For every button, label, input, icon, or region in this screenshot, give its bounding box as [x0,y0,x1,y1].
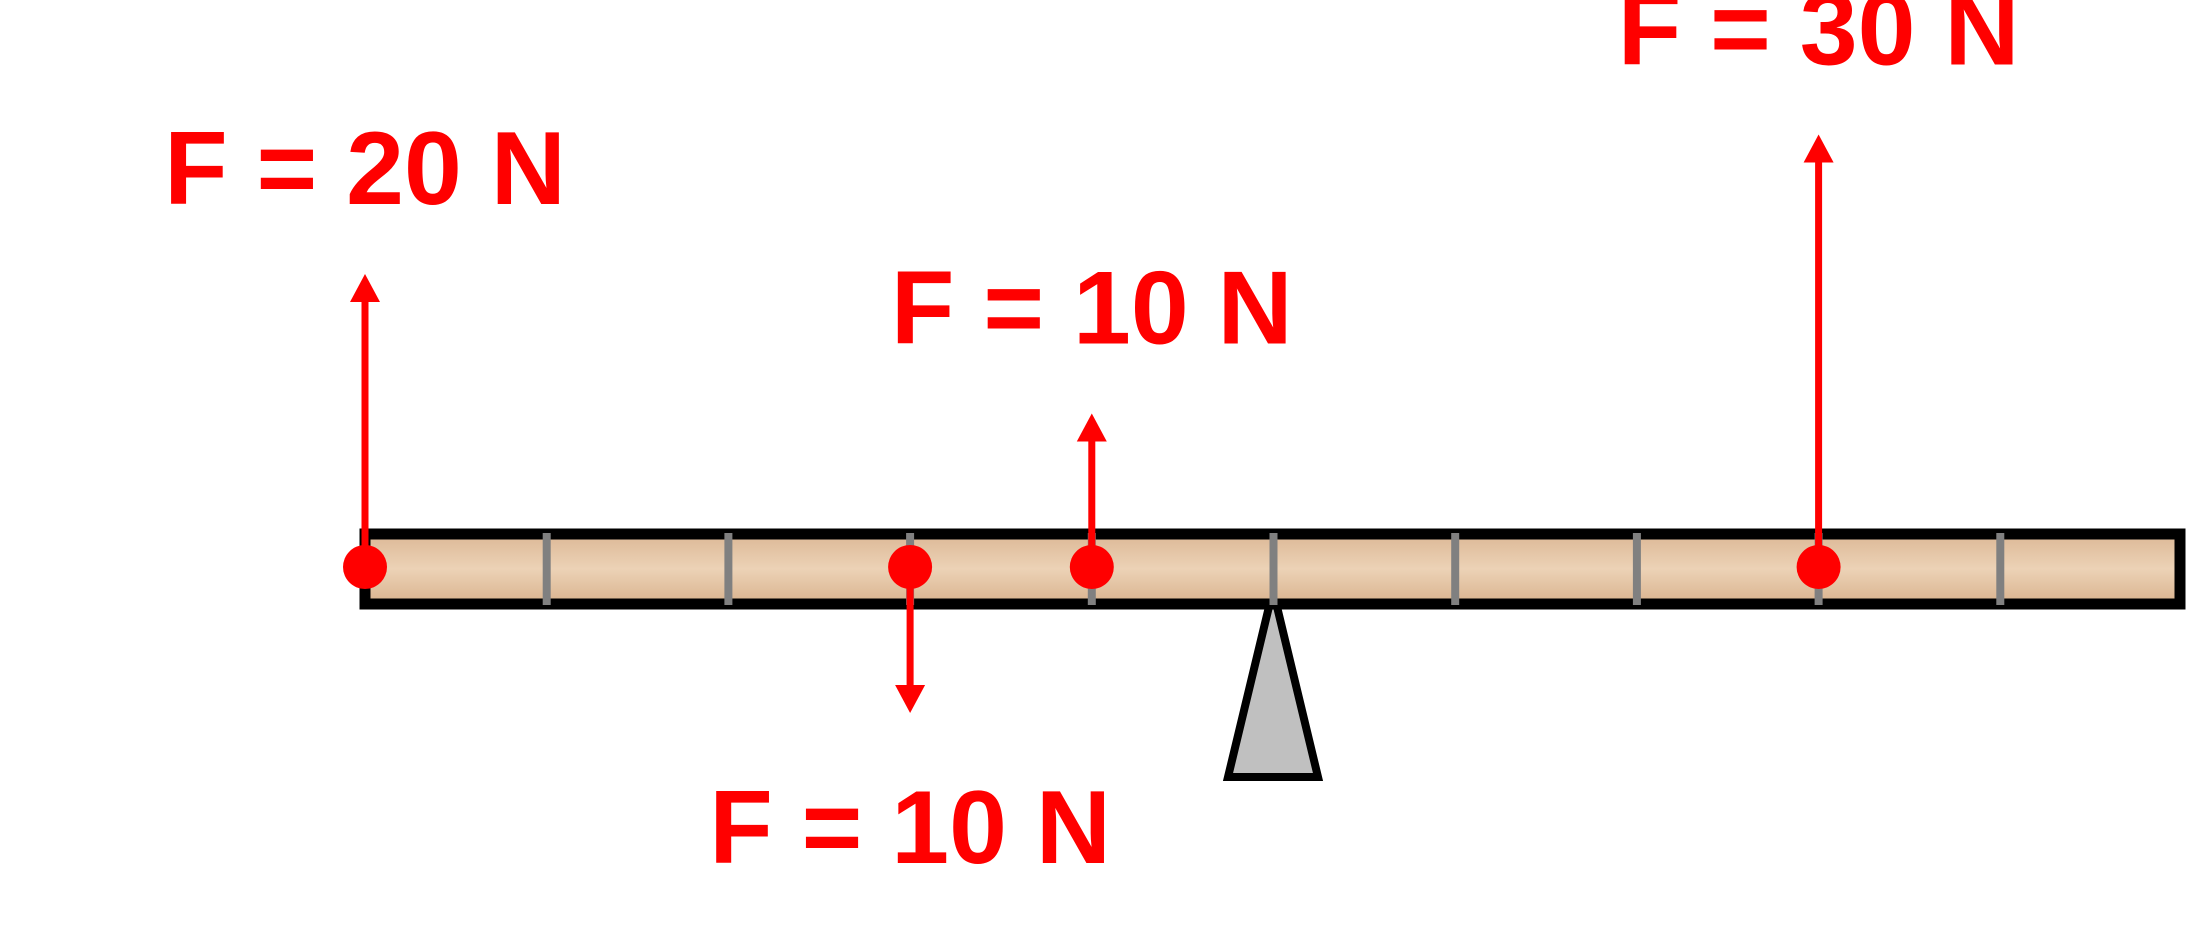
force-arrow-head [1803,134,1834,163]
force-label: F = 10 N [709,770,1111,886]
force-application-point [888,545,933,589]
force-2: F = 10 N [709,545,1111,886]
force-arrow-head [895,685,926,713]
force-application-point [343,545,387,589]
force-label: F = 30 N [1618,0,2020,88]
force-arrows: F = 20 N F = 10 N F = 10 N F = 30 N [164,0,2019,886]
force-1: F = 20 N [164,111,566,589]
force-label: F = 20 N [164,111,566,227]
force-application-point [1069,545,1114,589]
force-3: F = 10 N [891,251,1293,589]
force-label: F = 10 N [891,251,1293,367]
force-arrow-head [1076,413,1107,442]
force-4: F = 30 N [1618,0,2020,589]
pivot-fulcrum [1222,589,1324,781]
force-arrow-head [350,274,380,302]
beam-ticks [542,533,2005,605]
force-application-point [1796,545,1841,589]
